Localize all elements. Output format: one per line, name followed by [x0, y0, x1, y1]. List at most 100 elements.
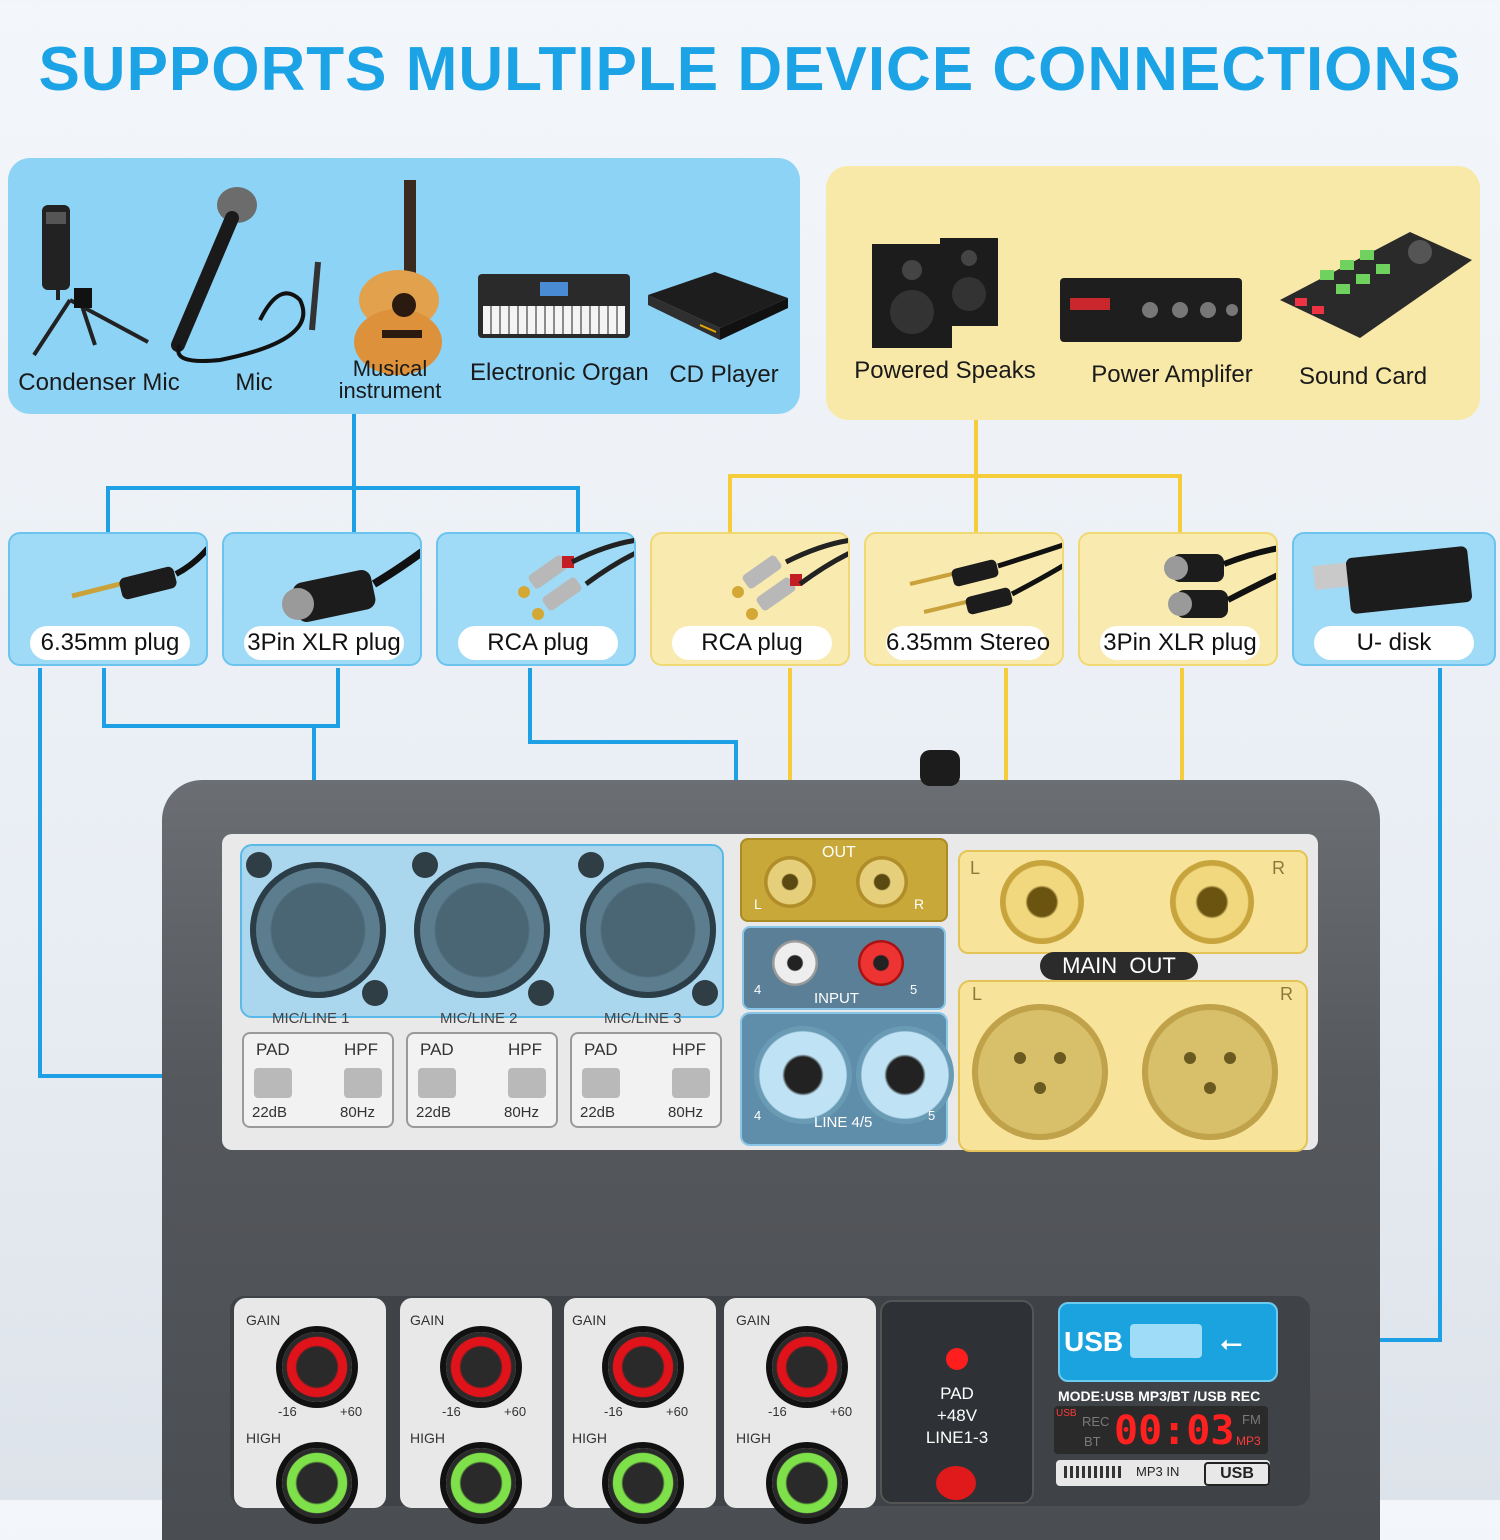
screw	[692, 980, 718, 1006]
power-knob[interactable]	[920, 750, 960, 786]
channel-5-label: 5	[928, 1108, 936, 1123]
high-knob[interactable]	[608, 1448, 678, 1518]
hpf-label: HPF	[508, 1040, 542, 1059]
channel-label-2: MIC/LINE 2	[440, 1010, 518, 1027]
led-display: USB REC BT 00:03 FM MP3	[1054, 1406, 1268, 1454]
channel-4-label: 4	[754, 982, 762, 997]
plug-label: RCA plug	[458, 626, 618, 660]
left-label: L	[972, 984, 983, 1004]
pad-indicator-led	[946, 1348, 968, 1370]
gain-max: +60	[830, 1404, 853, 1419]
gain-max: +60	[340, 1404, 363, 1419]
high-label: HIGH	[246, 1430, 281, 1446]
hpf-value: 80Hz	[340, 1104, 376, 1121]
pad-label: PAD	[256, 1040, 290, 1059]
gain-knob[interactable]	[446, 1332, 516, 1402]
main-out-jack-left[interactable]	[1000, 860, 1084, 944]
combo-jack-2[interactable]	[414, 862, 550, 998]
rca-plug-icon	[518, 538, 634, 620]
device-label-musical-instrument: Musical instrument	[338, 356, 442, 403]
usb-symbol-icon: ⭠	[1220, 1326, 1243, 1359]
main-out-jack-block: L R	[958, 850, 1308, 954]
channel-label-3: MIC/LINE 3	[604, 1010, 682, 1027]
rca-out-left[interactable]	[764, 856, 816, 908]
pad-button[interactable]	[254, 1068, 292, 1098]
gain-label: GAIN	[572, 1312, 607, 1328]
pad-button[interactable]	[418, 1068, 456, 1098]
phantom-section: PAD +48V LINE1-3	[880, 1300, 1034, 1504]
plug-box-u-disk: U- disk	[1292, 532, 1496, 666]
main-out-xlr-block: L R	[958, 980, 1308, 1152]
main-out-jack-right[interactable]	[1170, 860, 1254, 944]
hpf-label: HPF	[672, 1040, 706, 1059]
phantom-power-button[interactable]	[936, 1466, 976, 1500]
screw	[528, 980, 554, 1006]
gain-label: GAIN	[736, 1312, 771, 1328]
gain-knob[interactable]	[608, 1332, 678, 1402]
high-label: HIGH	[736, 1430, 771, 1446]
device-label-powered-speakers: Powered Speaks	[854, 357, 1036, 384]
line-4-5-block: LINE 4/5 4 5	[740, 1012, 954, 1146]
usb-badge: USB	[1204, 1462, 1270, 1486]
hpf-value: 80Hz	[504, 1104, 540, 1121]
gain-knob[interactable]	[772, 1332, 842, 1402]
device-label-mic: Mic	[235, 369, 273, 396]
channel-4-label: 4	[754, 1108, 762, 1123]
line-jack-5[interactable]	[856, 1026, 954, 1124]
pad-value: 22dB	[580, 1104, 616, 1121]
screw	[362, 980, 388, 1006]
channel-5-label: 5	[910, 982, 918, 997]
jack-plug-icon	[71, 546, 206, 600]
hpf-button[interactable]	[508, 1068, 546, 1098]
hpf-button[interactable]	[344, 1068, 382, 1098]
usb-port[interactable]	[1130, 1324, 1202, 1358]
device-label-electronic-organ: Electronic Organ	[470, 359, 649, 386]
screw	[246, 852, 272, 878]
high-knob[interactable]	[772, 1448, 842, 1518]
right-label: R	[1280, 984, 1293, 1004]
left-label: L	[754, 896, 762, 912]
high-knob[interactable]	[282, 1448, 352, 1518]
usb-port-block: USB ⭠	[1058, 1302, 1278, 1382]
pad-button[interactable]	[582, 1068, 620, 1098]
usb-label: USB	[1064, 1326, 1124, 1357]
display-usb-label: USB	[1056, 1408, 1077, 1419]
rca-input-white[interactable]	[772, 940, 818, 986]
gain-min: -16	[768, 1404, 787, 1419]
pad-hpf-block-3: PAD HPF 22dB 80Hz	[570, 1032, 722, 1128]
high-knob[interactable]	[446, 1448, 516, 1518]
high-label: HIGH	[410, 1430, 445, 1446]
line-jack-4[interactable]	[754, 1026, 852, 1124]
combo-jack-3[interactable]	[580, 862, 716, 998]
gain-knob[interactable]	[282, 1332, 352, 1402]
plug-label: 3Pin XLR plug	[244, 626, 404, 660]
pad-value: 22dB	[416, 1104, 452, 1121]
device-label-cd-player: CD Player	[669, 361, 779, 388]
gain-max: +60	[504, 1404, 527, 1419]
plug-box-xlr: 3Pin XLR plug	[222, 532, 422, 666]
xlr-plug-icon	[1164, 545, 1276, 618]
plug-label: 6.35mm plug	[30, 626, 190, 660]
right-label: R	[914, 896, 925, 912]
left-label: L	[970, 858, 981, 878]
mp3-in-label: MP3 IN	[1136, 1464, 1180, 1479]
gain-label: GAIN	[410, 1312, 445, 1328]
gain-min: -16	[442, 1404, 461, 1419]
device-label-condenser-mic: Condenser Mic	[18, 369, 180, 396]
xlr-out-left[interactable]	[972, 1004, 1108, 1140]
xlr-out-right[interactable]	[1142, 1004, 1278, 1140]
plug-label: 3Pin XLR plug	[1100, 626, 1260, 660]
plug-label: RCA plug	[672, 626, 832, 660]
screw	[412, 852, 438, 878]
page-title: SUPPORTS MULTIPLE DEVICE CONNECTIONS	[38, 35, 1462, 104]
plug-box-xlr-out: 3Pin XLR plug	[1078, 532, 1278, 666]
gain-min: -16	[604, 1404, 623, 1419]
gain-label: GAIN	[246, 1312, 281, 1328]
rca-out-right[interactable]	[856, 856, 908, 908]
input-label: INPUT	[814, 990, 859, 1007]
usb-drive-icon	[1312, 546, 1472, 614]
plug-box-6-35mm: 6.35mm plug	[8, 532, 208, 666]
rca-input-red[interactable]	[858, 940, 904, 986]
hpf-button[interactable]	[672, 1068, 710, 1098]
combo-jack-1[interactable]	[250, 862, 386, 998]
